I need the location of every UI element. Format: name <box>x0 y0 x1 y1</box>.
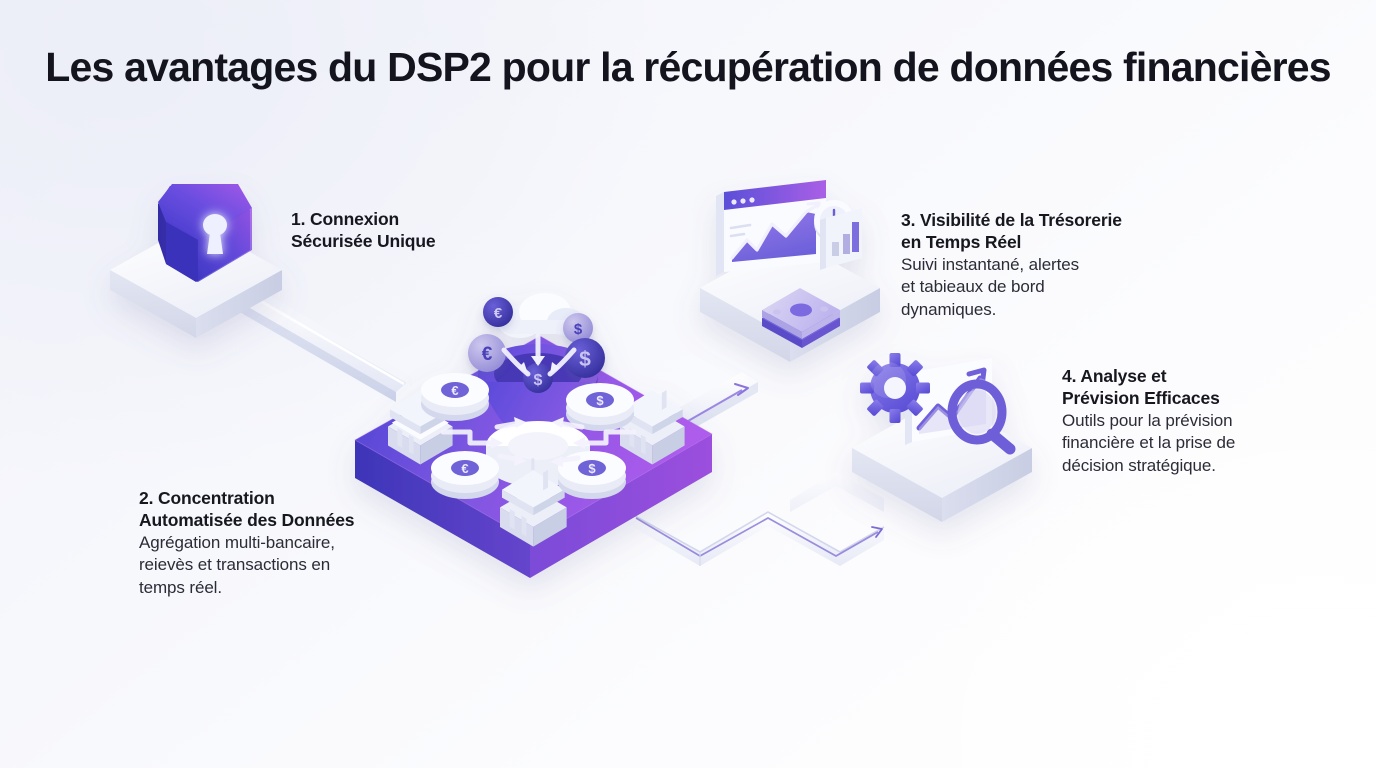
platform-arrow-heads <box>491 417 585 467</box>
bank-building-icon <box>620 390 685 465</box>
coin-stack-euro: € <box>421 373 489 421</box>
pipe-lock-to-platform <box>236 286 412 402</box>
svg-text:$: $ <box>574 321 583 338</box>
step-4-analysis-element <box>852 353 1032 522</box>
coin-stack-dollar: $ <box>566 383 634 431</box>
svg-text:€: € <box>494 305 503 322</box>
step-3-dashboard-element <box>700 180 880 362</box>
funnel-arrow-heads <box>518 356 560 374</box>
callout-step-1: 1. Connexion Sécurisée Unique <box>291 208 436 253</box>
floating-coin-dollar-light: $ <box>563 313 593 343</box>
callout-2-body: Agrégation multi-bancaire, reievès et tr… <box>139 532 335 597</box>
coin-stack-euro: € <box>431 451 499 499</box>
svg-text:€: € <box>451 383 458 398</box>
floating-coin-euro-light: € <box>468 334 506 372</box>
svg-text:$: $ <box>596 393 604 408</box>
cash-stack-icon <box>762 288 840 348</box>
coin-stack-dollar: $ <box>558 451 626 499</box>
callout-4-heading: 4. Analyse et Prévision Efficaces <box>1062 366 1220 409</box>
callout-1-heading: 1. Connexion Sécurisée Unique <box>291 209 436 252</box>
pipe-platform-to-analysis <box>627 472 885 566</box>
callout-step-2: 2. Concentration Automatisée des Données… <box>139 487 355 600</box>
callout-step-3: 3. Visibilité de la Trésorerie en Temps … <box>901 209 1122 322</box>
padlock-keyhole-icon <box>158 184 252 282</box>
page-title: Les avantages du DSP2 pour la récupérati… <box>45 44 1331 90</box>
svg-text:$: $ <box>579 348 591 371</box>
floating-coin-dollar-dark: $ <box>565 338 605 378</box>
bank-building-icon <box>500 458 567 547</box>
svg-text:$: $ <box>534 372 543 389</box>
bar-chart-icon <box>820 208 862 270</box>
callout-3-heading: 3. Visibilité de la Trésorerie en Temps … <box>901 210 1122 253</box>
callout-2-heading: 2. Concentration Automatisée des Données <box>139 488 355 531</box>
svg-text:$: $ <box>588 461 596 476</box>
gear-icon <box>860 353 930 423</box>
magnifier-icon <box>947 379 1016 455</box>
dashboard-monitor-icon <box>716 180 826 276</box>
step-2-platform-element: € $ € $ $ <box>353 293 714 578</box>
svg-text:€: € <box>482 344 493 365</box>
floating-coin-euro-dark: € <box>483 297 513 327</box>
cloud-icon <box>498 293 585 338</box>
callout-4-body: Outils pour la prévision financière et l… <box>1062 410 1236 475</box>
step-1-lock-element <box>110 184 282 338</box>
callout-step-4: 4. Analyse et Prévision Efficaces Outils… <box>1062 365 1235 478</box>
svg-text:€: € <box>461 461 468 476</box>
funnel-input-coin: $ <box>523 363 553 393</box>
callout-3-body: Suivi instantané, alertes et tabieaux de… <box>901 254 1079 319</box>
